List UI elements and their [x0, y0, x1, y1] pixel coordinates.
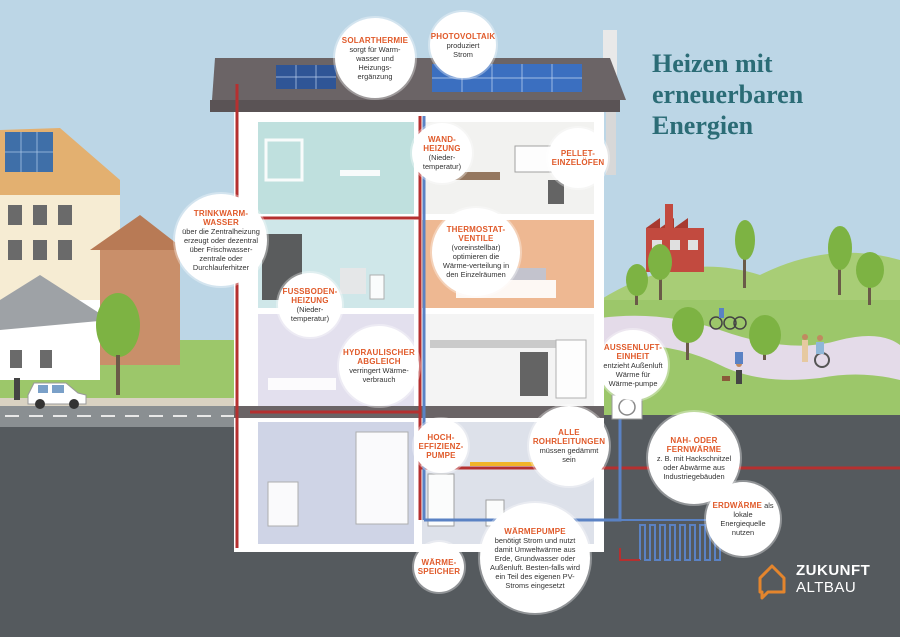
text: über die Zentralheizung erzeugt oder dez…	[182, 226, 260, 272]
label-photovoltaik: PHOTOVOLTAIK produziert Strom	[430, 12, 496, 78]
heading-line-1: HYDRAULISCHER	[343, 348, 415, 357]
heading-line-1: WÄRME-	[421, 558, 457, 567]
heading-line-2: ABGLEICH	[357, 357, 401, 366]
text: z. B. mit Hackschnitzel oder Abwärme aus…	[656, 453, 732, 481]
heading-line-2: HEIZUNG	[423, 144, 461, 153]
text: sorgt für Warm-wasser und Heizungs-ergän…	[349, 44, 401, 81]
logo: ZUKUNFT ALTBAU	[754, 562, 870, 596]
left-houses	[0, 128, 185, 409]
label-waermepumpe: WÄRMEPUMPE benötigt Strom und nutzt dami…	[480, 503, 590, 613]
heading-line-1: NAH- ODER	[670, 435, 718, 445]
text: müssen gedämmt sein	[539, 446, 599, 464]
label-wandheizung: WAND- HEIZUNG (Nieder-temperatur)	[412, 123, 472, 183]
text: (voreinstellbar) optimieren die Wärme-ve…	[442, 243, 510, 279]
heading-line-1: AUSSENLUFT-	[603, 342, 663, 352]
text: (Nieder-temperatur)	[290, 305, 330, 323]
people-right	[709, 308, 830, 384]
heading: SOLARTHERMIE	[341, 35, 409, 45]
heading-line-2: VENTILE	[458, 234, 494, 243]
heading-line-1: PELLET-	[560, 149, 596, 158]
label-hocheffizienz: HOCH- EFFIZIENZ- PUMPE	[414, 419, 468, 473]
title-line-1: Heizen mit	[652, 49, 773, 78]
label-aussenluft: AUSSENLUFT- EINHEIT entzieht Außenluft W…	[598, 330, 668, 400]
heading-line-2: EINHEIT	[616, 351, 650, 361]
sidewalk	[0, 398, 240, 406]
heading-line-2: EINZELÖFEN	[551, 158, 605, 167]
text: produziert Strom	[446, 40, 480, 59]
heading-line-1: ALLE	[558, 428, 580, 437]
heading-line-3: PUMPE	[426, 450, 456, 460]
heading-line-1: THERMOSTAT-	[446, 225, 506, 234]
heading-line-1: HOCH-	[427, 432, 455, 442]
label-trinkwarmwasser: TRINKWARM- WASSER über die Zentralheizun…	[175, 194, 267, 286]
label-solarthermie: SOLARTHERMIE sorgt für Warm-wasser und H…	[335, 18, 415, 98]
label-hydraulisch: HYDRAULISCHER ABGLEICH verringert Wärme-…	[339, 326, 419, 406]
heading: ERDWÄRME	[712, 501, 763, 510]
text: benötigt Strom und nutzt damit Umweltwär…	[490, 535, 580, 590]
heading-line-2: SPEICHER	[417, 567, 461, 576]
logo-text: ZUKUNFT ALTBAU	[796, 562, 870, 596]
text: entzieht Außenluft Wärme für Wärme-pumpe	[603, 360, 663, 388]
title-line-3: Energien	[652, 111, 754, 140]
logo-line-1: ZUKUNFT	[796, 562, 871, 579]
label-erdwaerme: ERDWÄRME als lokale Energiequelle nutzen	[706, 482, 780, 556]
title-line-2: erneuerbaren	[652, 80, 804, 109]
heading-line-2: FERNWÄRME	[666, 444, 722, 454]
trees-right	[626, 220, 884, 360]
label-rohrleitungen: ALLE ROHRLEITUNGEN müssen gedämmt sein	[529, 406, 609, 486]
label-fussboden: FUSSBODEN- HEIZUNG (Nieder-temperatur)	[278, 273, 342, 337]
room-kids	[258, 122, 414, 214]
heading-line-2: EFFIZIENZ-	[418, 441, 464, 451]
label-fernwaerme: NAH- ODER FERNWÄRME z. B. mit Hackschnit…	[648, 412, 740, 504]
logo-line-2: ALTBAU	[796, 579, 857, 596]
house-speech-icon	[758, 564, 786, 600]
text: lokale Energiequelle nutzen	[720, 510, 766, 537]
heading-line-1: TRINKWARM-	[193, 208, 249, 218]
heading-line-2: HEIZUNG	[291, 296, 329, 305]
heading-line-2: WASSER	[203, 217, 239, 227]
heading: PHOTOVOLTAIK	[430, 31, 496, 41]
heading-row: ERDWÄRME als	[712, 501, 773, 510]
text-inline: als	[764, 501, 774, 510]
label-thermostat: THERMOSTAT- VENTILE (voreinstellbar) opt…	[432, 208, 520, 296]
logo-icon-space	[754, 562, 788, 596]
page-title: Heizen mit erneuerbaren Energien	[652, 48, 803, 141]
text: (Nieder-temperatur)	[422, 153, 462, 171]
heading-line-1: WAND-	[427, 135, 457, 144]
label-waermespeicher: WÄRME- SPEICHER	[414, 542, 464, 592]
heading: WÄRMEPUMPE	[504, 526, 566, 536]
text: verringert Wärme-verbrauch	[349, 366, 409, 384]
street	[0, 405, 240, 427]
heading-line-1: FUSSBODEN-	[282, 287, 338, 296]
heading-line-2: ROHRLEITUNGEN	[532, 437, 606, 446]
ground-loop	[600, 519, 721, 561]
label-pellet: PELLET- EINZELÖFEN	[548, 128, 608, 188]
